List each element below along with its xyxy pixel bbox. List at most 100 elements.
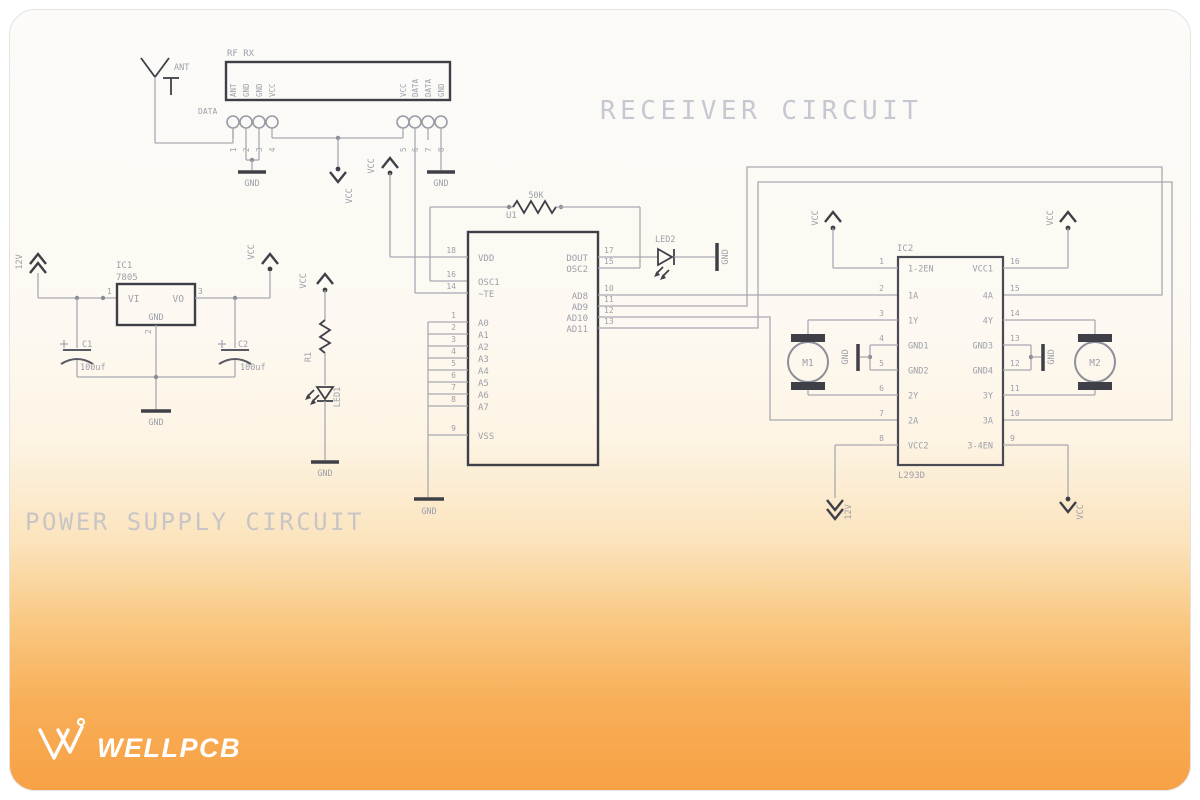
ic2-pin-gnd1: GND1: [908, 342, 928, 352]
u1-ref: U1: [506, 211, 517, 221]
ant-label: ANT: [174, 63, 189, 73]
rail-12v-arrow: [29, 252, 47, 298]
rf-pin-name-1: ANT: [229, 83, 238, 97]
ic2-pin-vcc1: VCC1: [973, 265, 993, 275]
resistor-50k: [430, 199, 640, 215]
ic2-ref: IC2: [897, 244, 913, 254]
ic2-pin-gnd3: GND3: [973, 342, 993, 352]
rf-pin-name-2: GND: [242, 83, 251, 97]
rf-pin-name-6: DATA: [411, 78, 420, 97]
u1-pin-vdd: VDD: [478, 254, 494, 264]
u1-gnd-label: GND: [421, 507, 436, 517]
wire-ad10-2a: [598, 316, 898, 421]
u1-pin-ad10: AD10: [566, 314, 588, 324]
ic2-num-15: 15: [1010, 284, 1020, 293]
u1-num-3: 3: [451, 335, 456, 344]
rf-pin-name-7: DATA: [424, 78, 433, 97]
r1-ref: R1: [304, 352, 314, 362]
ic1-pin-vi: VI: [128, 294, 139, 305]
wellpcb-wordmark: WELLPCB: [97, 733, 241, 763]
decoder-section: 50K U1 GND VDD OSC1 ~TE A0 A1 A2 A3 A4 A…: [390, 166, 1173, 517]
wire-ad9-4a: [598, 166, 1163, 307]
ic2-num-8: 8: [879, 434, 884, 443]
c1-value: 100uf: [80, 363, 106, 373]
capacitor-c2: [218, 298, 252, 377]
u1-num-4: 4: [451, 347, 456, 356]
ic2-vcc-left: [824, 210, 898, 269]
c2-ref: C2: [238, 340, 248, 350]
led2-section: LED2 GND: [598, 235, 731, 280]
u1-pin-a2: A2: [478, 343, 489, 353]
ic1-pin3-num: 3: [198, 287, 203, 296]
ic2-pin-1y: 1Y: [908, 317, 918, 327]
rf-rx-body: [224, 60, 452, 102]
rf-vcc-down-label: VCC: [345, 188, 355, 203]
rail-12v-label: 12V: [15, 254, 25, 269]
m1-label: M1: [802, 358, 814, 369]
vcc-down-arrow-icon: [1059, 501, 1077, 514]
rf-gnd-right-label: GND: [433, 179, 448, 189]
indicator-gnd-label: GND: [317, 469, 332, 479]
power-supply-section: 12V 1 IC1 7805 VI VO GND 2 3 VCC C1 100u…: [15, 244, 279, 428]
rf-pin-name-3: GND: [255, 83, 264, 97]
osc-resistor-value: 50K: [528, 191, 544, 201]
u1-num-11: 11: [604, 295, 614, 304]
ic2-vcc-left-label: VCC: [811, 210, 821, 225]
data-net-label: DATA: [198, 107, 217, 116]
u1-body: [466, 230, 600, 467]
ic2-num-2: 2: [879, 284, 884, 293]
ic2-pin-12en: 1-2EN: [908, 265, 934, 275]
u1-num-18: 18: [446, 246, 456, 255]
ic2-12v-label: 12V: [844, 504, 854, 519]
u1-num-16: 16: [446, 270, 456, 279]
rail-vcc-out-label: VCC: [247, 244, 257, 259]
ic2-pin-2a: 2A: [908, 417, 918, 427]
ic2-num-10: 10: [1010, 409, 1020, 418]
ic2-num-1: 1: [879, 257, 884, 266]
ic2-pin-3a: 3A: [983, 417, 993, 427]
u1-pin-osc1: OSC1: [478, 278, 500, 288]
ic2-num-16: 16: [1010, 257, 1020, 266]
rf-rx-module: RF RX ANT DATA ANT GND GND VCC VCC DATA …: [140, 49, 455, 293]
decoder-vcc-arrow: [381, 156, 399, 257]
rf-pin-name-4: VCC: [268, 83, 277, 97]
u1-pin-a5: A5: [478, 379, 489, 389]
u1-pin-dout: DOUT: [566, 254, 588, 264]
ic2-num-3: 3: [879, 309, 884, 318]
u1-num-17: 17: [604, 246, 614, 255]
ic2-body: [896, 255, 1005, 467]
ic2-gnd-right: [1003, 344, 1045, 371]
vcc-up-arrow-icon: [381, 156, 399, 169]
led1-icon: [305, 386, 335, 405]
ic2-num-12: 12: [1010, 359, 1020, 368]
u1-pin-a6: A6: [478, 391, 489, 401]
u1-pin-osc2: OSC2: [566, 265, 588, 275]
u1-num-13: 13: [604, 317, 614, 326]
ic2-pin-1a: 1A: [908, 292, 918, 302]
ic2-pin-2y: 2Y: [908, 392, 918, 402]
ic2-pin-3y: 3Y: [983, 392, 993, 402]
ic2-num-7: 7: [879, 409, 884, 418]
u1-pin-ad8: AD8: [572, 292, 588, 302]
rf-gnd-left-label: GND: [244, 179, 259, 189]
u1-pin-ad11: AD11: [566, 325, 588, 335]
m2-label: M2: [1089, 358, 1100, 369]
ic2-vcc-right: [1003, 210, 1077, 269]
12v-down-arrow-icon: [826, 499, 844, 521]
rail-vcc-out-arrow: [261, 252, 279, 298]
c2-value: 100uf: [240, 363, 266, 373]
rf-gnd-left: [238, 138, 266, 174]
ic1-ref: IC1: [116, 261, 132, 271]
led2-ref: LED2: [655, 235, 675, 245]
capacitor-c1: [60, 295, 94, 377]
u1-pin-a7: A7: [478, 403, 489, 413]
c1-ref: C1: [82, 340, 92, 350]
rf-pin-name-8: GND: [437, 83, 446, 97]
ic2-12v-rail: [826, 444, 898, 521]
ic2-num-9: 9: [1010, 434, 1015, 443]
ic2-vcc-bottom-label: VCC: [1076, 504, 1086, 519]
rf-pads: [226, 115, 448, 140]
u1-num-7: 7: [451, 383, 456, 392]
u1-num-12: 12: [604, 306, 614, 315]
u1-num-10: 10: [604, 284, 614, 293]
